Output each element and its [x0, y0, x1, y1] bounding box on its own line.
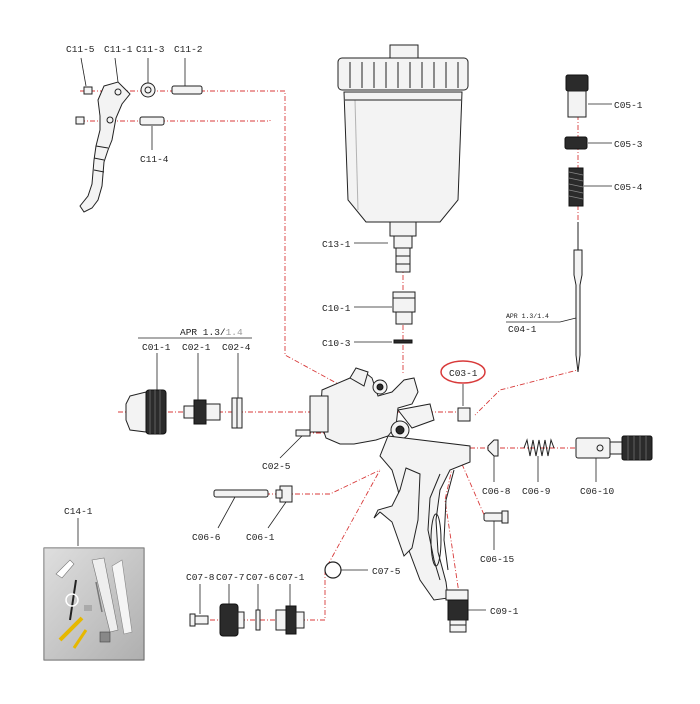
label-c07-5: C07-5 — [372, 566, 401, 577]
spring-c05-4-part — [568, 167, 584, 207]
label-apr-spec-main: APR 1.3/1.4 — [180, 327, 243, 338]
part-labels: C11-5 C11-1 C11-3 C11-2 C11-4 C13-1 C10-… — [64, 44, 643, 617]
label-c03-1: C03-1 — [449, 368, 478, 379]
air-inlet-c09-1-part — [445, 589, 469, 633]
label-c13-1: C13-1 — [322, 239, 351, 250]
label-c06-8: C06-8 — [482, 486, 511, 497]
seat-c06-8-part — [487, 439, 499, 457]
needle-leaders — [506, 103, 612, 323]
label-c11-5: C11-5 — [66, 44, 95, 55]
label-c02-5: C02-5 — [262, 461, 291, 472]
label-c06-9: C06-9 — [522, 486, 551, 497]
label-c01-1: C01-1 — [142, 342, 171, 353]
label-c07-8: C07-8 — [186, 572, 215, 583]
label-c06-1: C06-1 — [246, 532, 275, 543]
label-c11-4: C11-4 — [140, 154, 169, 165]
pin-c11-2-part — [171, 85, 203, 95]
label-c04-1-spec: APR 1.3/1.4 — [506, 313, 549, 320]
label-c05-1: C05-1 — [614, 100, 643, 111]
needle-c04-1-part — [573, 222, 583, 373]
label-c11-2: C11-2 — [174, 44, 203, 55]
label-c05-4: C05-4 — [614, 182, 643, 193]
c03-1-highlight — [440, 360, 486, 384]
valve-c06-1-part — [275, 485, 293, 503]
bushing-c11-3-part — [140, 82, 156, 98]
rear-leaders — [493, 456, 597, 482]
tool-kit-c14-1-part — [43, 547, 145, 661]
nut-c05-3-part — [564, 136, 588, 150]
gun-body-part — [309, 367, 471, 601]
label-c14-1: C14-1 — [64, 506, 93, 517]
label-c04-1: C04-1 — [508, 324, 537, 335]
oring-c07-5-part — [324, 561, 342, 579]
ring-c07-6-part — [255, 609, 261, 631]
label-c06-10: C06-10 — [580, 486, 615, 497]
pin-c11-4-part — [139, 116, 165, 126]
label-c11-3: C11-3 — [136, 44, 165, 55]
c07-leaders — [199, 584, 291, 614]
baffle-ring-c02-4-part — [231, 397, 243, 429]
oring-c10-3-part — [393, 339, 413, 344]
cup-adapter-c10-1-part — [392, 291, 416, 325]
fluid-nozzle-c02-1-part — [183, 399, 221, 425]
apr-spec-main-text: APR 1.3/ — [180, 327, 226, 338]
pin-c06-6-part — [213, 489, 269, 498]
label-c09-1: C09-1 — [490, 606, 519, 617]
label-c07-6: C07-6 — [246, 572, 275, 583]
label-c06-6: C06-6 — [192, 532, 221, 543]
label-c11-1: C11-1 — [104, 44, 133, 55]
paint-cup-c13-1-part — [337, 44, 469, 273]
screw-c07-8-part — [189, 613, 209, 627]
label-c10-1: C10-1 — [322, 303, 351, 314]
apr-spec-alt-text: 1.4 — [226, 327, 243, 338]
trigger-assembly — [75, 81, 203, 213]
label-c07-1: C07-1 — [276, 572, 305, 583]
label-c02-4: C02-4 — [222, 342, 251, 353]
part-c03-1-part — [457, 407, 471, 422]
screw-c11-5-part — [75, 86, 93, 125]
label-c02-1: C02-1 — [182, 342, 211, 353]
spring-c06-9-part — [523, 438, 555, 457]
aircap-leaders — [156, 353, 239, 400]
trigger-leaders — [80, 57, 186, 150]
label-c06-15: C06-15 — [480, 554, 515, 565]
label-c10-3: C10-3 — [322, 338, 351, 349]
label-c07-7: C07-7 — [216, 572, 245, 583]
knob-c07-7-part — [219, 603, 245, 637]
pin-c02-5-part — [295, 429, 311, 437]
needle-knob-c05-1-part — [565, 74, 589, 118]
label-c05-3: C05-3 — [614, 139, 643, 150]
screw-c06-15-part — [483, 510, 509, 524]
valve-body-c07-1-part — [275, 605, 305, 635]
air-cap-c01-1-part — [125, 389, 167, 435]
cup-leaders — [354, 242, 392, 343]
adjuster-c06-10-part — [575, 435, 653, 461]
